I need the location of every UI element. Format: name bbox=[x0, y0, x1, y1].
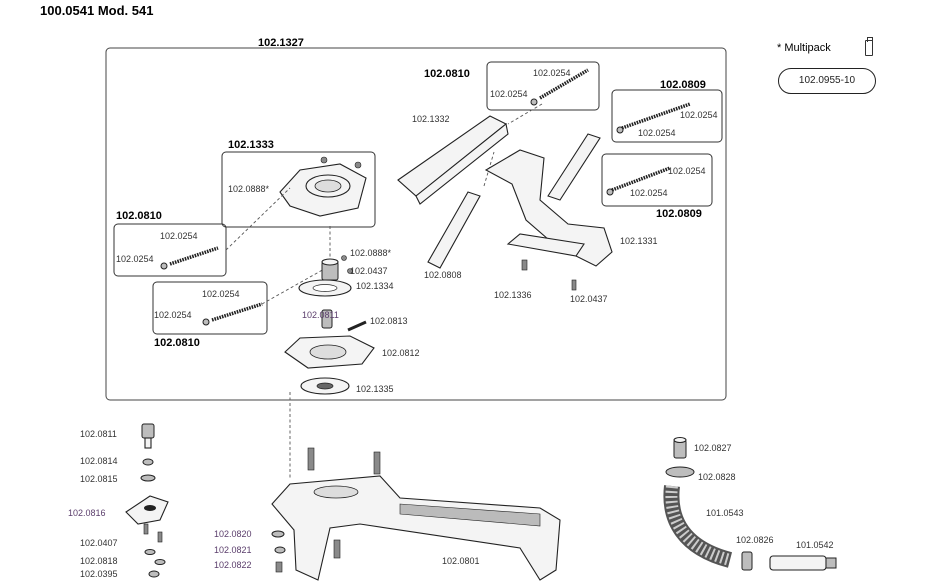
group-top-screws[interactable]: 102.0254 102.0254 bbox=[486, 61, 600, 111]
label-group-l2: 102.0810 bbox=[154, 337, 200, 349]
label-top-screw-a: 102.0254 bbox=[533, 68, 571, 78]
group-right-screws-2[interactable]: 102.0254 102.0254 bbox=[601, 153, 713, 207]
label-1335-a: 102.1335 bbox=[356, 384, 394, 394]
group-right-screws-1[interactable]: 102.0254 102.0254 bbox=[611, 89, 723, 143]
group-left-screws-1[interactable]: 102.0254 102.0254 bbox=[113, 223, 227, 277]
base-0801[interactable] bbox=[271, 447, 561, 581]
label-0816: 102.0816 bbox=[68, 508, 106, 518]
label-box-1333: 102.1333 bbox=[228, 139, 274, 151]
assembly-frame bbox=[105, 47, 727, 401]
leader-1 bbox=[225, 187, 291, 251]
central-hub-stack[interactable] bbox=[284, 255, 375, 395]
body-1331[interactable] bbox=[484, 149, 613, 291]
label-0827: 102.0827 bbox=[694, 443, 732, 453]
group-left-screws-2[interactable]: 102.0254 102.0254 bbox=[152, 281, 268, 335]
label-1334: 102.1334 bbox=[356, 281, 394, 291]
label-1336: 102.1336 bbox=[494, 290, 532, 300]
label-top-screw-b: 102.0254 bbox=[490, 89, 528, 99]
label-0813: 102.0813 bbox=[370, 316, 408, 326]
label-l2-screw-b: 102.0254 bbox=[154, 310, 192, 320]
label-group-r2: 102.0809 bbox=[656, 208, 702, 220]
diagram-title: 100.0541 Mod. 541 bbox=[40, 3, 154, 18]
label-0888-b: 102.0888* bbox=[350, 248, 392, 258]
label-0811-b: 102.0811 bbox=[80, 429, 117, 439]
multipack-note: * Multipack bbox=[777, 42, 831, 54]
label-0821: 102.0821 bbox=[214, 545, 252, 555]
label-l2-screw-a: 102.0254 bbox=[202, 289, 240, 299]
label-assembly: 102.1327 bbox=[258, 37, 304, 49]
label-0814: 102.0814 bbox=[80, 456, 118, 466]
label-0818: 102.0818 bbox=[80, 556, 118, 566]
label-0808: 102.0808 bbox=[424, 270, 462, 280]
parts-base-screws[interactable] bbox=[271, 530, 286, 573]
hose-assembly[interactable] bbox=[663, 436, 837, 571]
label-1332: 102.1332 bbox=[412, 114, 450, 124]
label-0437-b: 102.0437 bbox=[570, 294, 608, 304]
multipack-pack-icon bbox=[865, 37, 873, 56]
label-group-top: 102.0810 bbox=[424, 68, 470, 80]
multipack-part-number[interactable]: 102.0955-10 bbox=[778, 68, 876, 94]
label-r1-screw-b: 102.0254 bbox=[638, 128, 676, 138]
label-0801: 102.0801 bbox=[442, 556, 480, 566]
leader-2 bbox=[261, 267, 327, 305]
label-0815: 102.0815 bbox=[80, 474, 118, 484]
label-r1-screw-a: 102.0254 bbox=[680, 110, 718, 120]
box-102-1333[interactable]: 102.0888* bbox=[221, 151, 376, 228]
label-0822: 102.0822 bbox=[214, 560, 252, 570]
label-0811-a: 102.0811 bbox=[302, 310, 339, 320]
arm-0808[interactable] bbox=[427, 133, 601, 269]
label-0437-a: 102.0437 bbox=[350, 266, 388, 276]
parts-column-left[interactable] bbox=[125, 423, 169, 578]
label-1331: 102.1331 bbox=[620, 236, 658, 246]
label-0542: 101.0542 bbox=[796, 540, 834, 550]
label-r2-screw-b: 102.0254 bbox=[630, 188, 668, 198]
label-group-l1: 102.0810 bbox=[116, 210, 162, 222]
leader-6 bbox=[507, 103, 543, 125]
arm-1332[interactable] bbox=[397, 115, 509, 205]
label-l1-screw-b: 102.0254 bbox=[116, 254, 154, 264]
label-0812: 102.0812 bbox=[382, 348, 420, 358]
label-0826: 102.0826 bbox=[736, 535, 774, 545]
label-group-r1: 102.0809 bbox=[660, 79, 706, 91]
label-0888-a: 102.0888* bbox=[228, 184, 270, 194]
label-0828: 102.0828 bbox=[698, 472, 736, 482]
label-0543: 101.0543 bbox=[706, 508, 744, 518]
label-0407: 102.0407 bbox=[80, 538, 118, 548]
label-0395: 102.0395 bbox=[80, 569, 118, 579]
label-r2-screw-a: 102.0254 bbox=[668, 166, 706, 176]
label-0820: 102.0820 bbox=[214, 529, 252, 539]
label-l1-screw-a: 102.0254 bbox=[160, 231, 198, 241]
